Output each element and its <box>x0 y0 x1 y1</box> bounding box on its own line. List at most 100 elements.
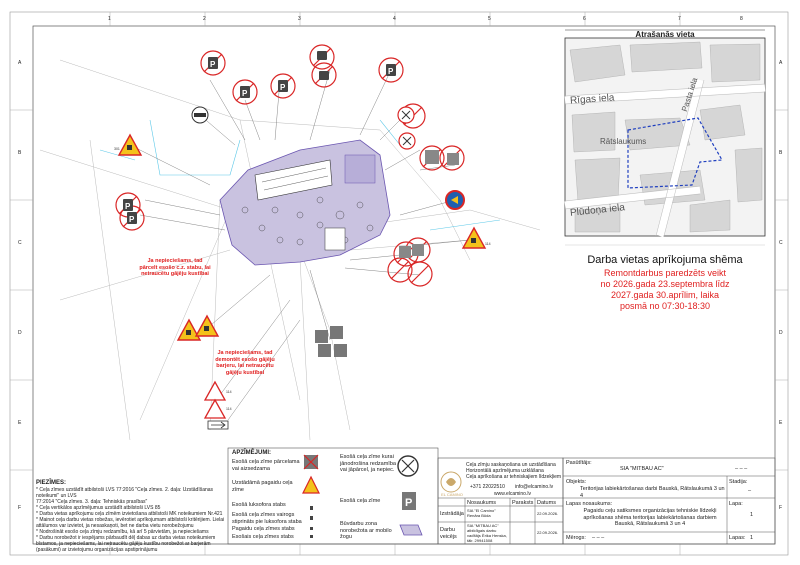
stage-label: Stadija: <box>729 479 748 485</box>
svg-text:114: 114 <box>226 407 232 411</box>
remark-line: * Ceļa zīmes uzstādīt atbilstoši LVS 77:… <box>36 487 214 499</box>
company-email: info@elcamino.lv <box>515 484 554 490</box>
svg-text:P: P <box>210 60 216 69</box>
svg-text:P: P <box>125 202 131 211</box>
sheet-value: 1 <box>750 512 754 518</box>
note-line: netraucētu gājēju kustībai <box>141 271 209 277</box>
note-line: Ja nepieciešams, tad <box>217 350 273 356</box>
svg-text:114: 114 <box>226 390 232 394</box>
svg-text:P: P <box>129 215 135 224</box>
remark-line: (pasākumi) ar izvietojumu organizācijas … <box>36 547 158 553</box>
no-entry-sign-icon <box>191 106 209 124</box>
grid-col-label: 1 <box>108 16 111 22</box>
row-contractor-date: 22.09.2026. <box>537 530 559 535</box>
scheme-period-line: posmā no 07:30-18:30 <box>619 301 711 311</box>
sheet-name-label: Lapas nosaukums: <box>566 501 613 507</box>
remark-line: 77:2014 "Ceļa zīmes. 3. daļa: Tehniskās … <box>36 499 148 505</box>
note-relocate-pole: Ja nepieciešams, tad pārcelt esošo c.z. … <box>130 258 220 278</box>
svg-text:301: 301 <box>114 147 120 151</box>
sheet-name-value: Pagaidu ceļu satiksmes organizācijas teh… <box>583 508 717 527</box>
legend-item: Esošā ceļa zīme kurai jānodrošina redzam… <box>340 454 396 473</box>
object-value: Teritorijas labiekārtošanas darbi Bauskā… <box>580 486 725 499</box>
row-contractor-name: SIA "MITBAU AC" atbildīgais darbu vadītā… <box>467 523 507 543</box>
stage-value: – <box>748 488 752 494</box>
remarks-title: PIEZĪMES: <box>36 480 67 486</box>
grid-row-label: D <box>18 330 22 336</box>
object-label: Objekts: <box>566 479 587 485</box>
grid-row-label: B <box>18 150 22 156</box>
legend-item: Esošais ceļa zīmes stabs <box>232 534 294 540</box>
client-value: SIA "MITBAU AC" <box>620 466 664 472</box>
legend-item: Esošā luksofora stabs <box>232 502 286 508</box>
note-remove-barrier: Ja nepieciešams, tad demontēt esošo gājē… <box>200 350 290 376</box>
grid-col-label: 3 <box>298 16 301 22</box>
scale-label: Mērogs: <box>566 535 586 541</box>
svg-text:P: P <box>280 83 286 92</box>
grid-row-label: B <box>779 150 783 156</box>
remark-line: bīstamos, ja nepieciešams, lai netraucēt… <box>36 541 211 547</box>
company-services: Ceļa zīmju saskaņošana un uzstādīšana Ho… <box>466 462 562 480</box>
grid-col-label: 7 <box>678 16 681 22</box>
scheme-period-line: 2027.gada 30.aprīlim, laika <box>610 290 720 300</box>
company-phone: +371 22022510 <box>470 484 505 490</box>
remark-line: attālumos var izvietot, ja nesaskaņoti, … <box>36 523 194 529</box>
company-service: Horizontālā apzīmējuma uzklāšana <box>466 468 544 474</box>
square-label: Rātslaukums <box>600 137 647 146</box>
row-prepared-date: 22.09.2026. <box>537 511 559 516</box>
grid-row-label: A <box>779 60 783 66</box>
svg-text:P: P <box>405 497 412 509</box>
note-line: gājēju kustībai <box>225 369 265 376</box>
remark-line: * Nodrošināt esošo ceļa zīmju redzamību,… <box>36 529 209 535</box>
sheet-label: Lapa: <box>729 501 743 507</box>
th-name: Nosaukums <box>467 500 497 506</box>
client-label: Pasūtītājs: <box>566 460 592 466</box>
grid-row-label: C <box>18 240 22 246</box>
grid-row-label: E <box>779 420 783 426</box>
scheme-period: Remontdarbus paredzēts veikt no 2026.gad… <box>565 268 765 312</box>
grid-row-label: C <box>779 240 783 246</box>
legend-item: Esošā ceļa zīme pārcelama vai aizsedzama <box>232 459 300 472</box>
company-name: EL CAMINO <box>441 492 463 497</box>
svg-text:P: P <box>242 89 248 98</box>
legend-item: Būvdarbu zona norobežota ar mobilo žogu <box>340 521 392 540</box>
grid-row-label: A <box>18 60 22 66</box>
sheets-value: 1 <box>750 535 754 541</box>
grid-col-label: 2 <box>203 16 206 22</box>
note-line: demontēt esošo gājēju <box>215 356 275 363</box>
grid-col-label: 5 <box>488 16 491 22</box>
row-label-contractor: Darbu veicējs <box>440 527 457 540</box>
grid-row-label: D <box>779 330 783 336</box>
remark-line: * Mainot ceļa darbu vietas robežas, ievē… <box>36 517 225 523</box>
company-service: Ceļa aprīkošana ar tehniskajiem līdzekļi… <box>466 474 562 480</box>
company-web: www.elcamino.lv <box>494 491 531 497</box>
legend-item: Uzstādāmā pagaidu ceļa zīme <box>232 480 293 493</box>
remark-line: * Darba vietas aprīkojumu ceļa zīmēm izv… <box>36 511 223 517</box>
svg-text:P: P <box>388 67 394 76</box>
th-sign: Paraksts <box>512 500 534 506</box>
remark-line: * Ceļa vertikālos apzīmējumus uzstādīt a… <box>36 505 161 511</box>
grid-row-label: F <box>779 505 783 511</box>
note-line: barjeru, lai netraucētu <box>216 363 274 369</box>
row-label-prepared: Izstrādāja <box>440 511 464 517</box>
remark-line: * Darbu norobežot ir iespējams pārbaudīt… <box>36 535 216 541</box>
row-prepared-name: SIA "El Camino" Renāra Būda <box>467 508 496 518</box>
legend-item: Esošā ceļa zīmes vairogs stiprināts pie … <box>232 512 302 525</box>
scheme-title: Darba vietas aprīkojuma shēma <box>587 254 743 266</box>
th-date: Datums <box>537 500 556 506</box>
company-service: Ceļa zīmju saskaņošana un uzstādīšana <box>466 462 556 468</box>
note-line: pārcelt esošo c.z. stabu, lai <box>139 264 211 271</box>
sheets-label: Lapas: <box>729 535 746 541</box>
grid-col-label: 8 <box>740 16 743 22</box>
scheme-period-line: Remontdarbus paredzēts veikt <box>603 268 727 278</box>
legend-item: Pagaidu ceļa zīmes stabs <box>232 526 295 532</box>
remarks: PIEZĪMES: * Ceļa zīmes uzstādīt atbilsto… <box>36 480 226 553</box>
legend-title: APZĪMĒJUMI: <box>232 450 271 456</box>
grid-row-label: E <box>18 420 22 426</box>
client-dashes: – – – <box>735 466 748 472</box>
scheme-period-line: no 2026.gada 23.septembra līdz <box>600 279 730 289</box>
grid-row-label: F <box>18 505 22 511</box>
grid-col-label: 6 <box>583 16 586 22</box>
legend-item: Esošā ceļa zīme <box>340 498 381 504</box>
